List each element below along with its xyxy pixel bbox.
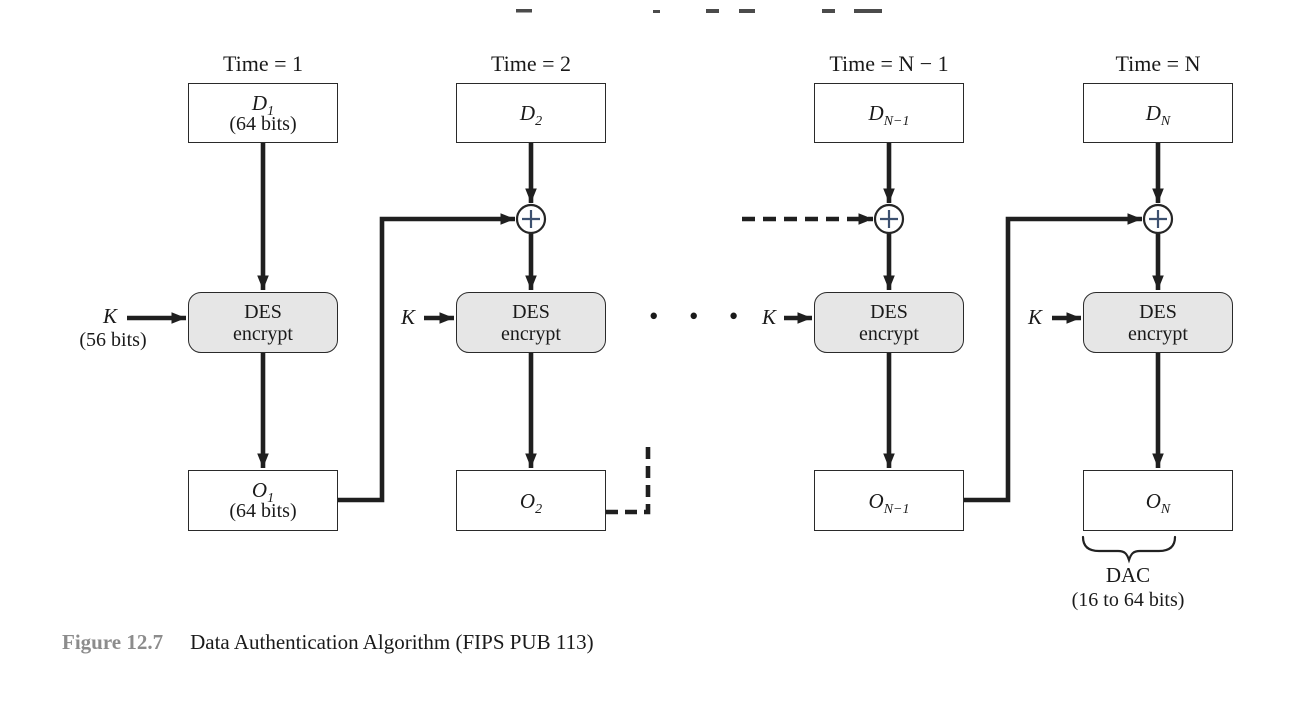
key-label-1: K bbox=[102, 304, 117, 328]
des-encrypt-block-3: DES encrypt bbox=[814, 292, 964, 353]
input-block-d1: D1 (64 bits) bbox=[188, 83, 338, 143]
d1-size-note: (64 bits) bbox=[229, 112, 297, 135]
des-encrypt-block-4: DES encrypt bbox=[1083, 292, 1233, 353]
cropped-text-fragment bbox=[516, 9, 882, 13]
d2-label: D bbox=[519, 101, 536, 125]
o2-label: O bbox=[519, 488, 536, 513]
dac-label: DAC bbox=[1105, 563, 1151, 587]
figure-number: Figure 12.7 bbox=[62, 630, 164, 654]
output-block-o2: O2 bbox=[456, 470, 606, 531]
input-block-dn: DN bbox=[1083, 83, 1233, 143]
output-block-on: ON bbox=[1083, 470, 1233, 531]
des-line1: DES bbox=[512, 300, 550, 323]
figure-caption: Figure 12.7 Data Authentication Algorith… bbox=[62, 630, 594, 655]
des-line2: encrypt bbox=[859, 322, 919, 345]
o1-size-note: (64 bits) bbox=[229, 500, 297, 522]
d1-label: D bbox=[251, 90, 268, 115]
des-line2: encrypt bbox=[233, 322, 293, 345]
des-line1: DES bbox=[1139, 300, 1177, 323]
output-block-on-1: ON−1 bbox=[814, 470, 964, 531]
time-label-1: Time = 1 bbox=[222, 51, 304, 76]
dn-1-label: D bbox=[868, 101, 884, 125]
on-label: O bbox=[1145, 488, 1161, 513]
figure-title: Data Authentication Algorithm (FIPS PUB … bbox=[190, 630, 594, 654]
des-encrypt-block-1: DES encrypt bbox=[188, 292, 338, 353]
dn-label: D bbox=[1145, 101, 1161, 125]
o1-label: O bbox=[251, 478, 268, 502]
des-line1: DES bbox=[244, 300, 282, 323]
feedback-on1-to-xor4 bbox=[964, 213, 1142, 503]
time-label-3: Time = N − 1 bbox=[829, 51, 949, 76]
des-line1: DES bbox=[870, 300, 908, 323]
continuation-dots: ••• bbox=[649, 301, 769, 331]
xor-node-3 bbox=[873, 203, 905, 235]
des-line2: encrypt bbox=[501, 322, 561, 345]
dashed-feedback-from-o2 bbox=[606, 441, 651, 515]
time-label-2: Time = 2 bbox=[490, 51, 572, 76]
input-block-dn-1: DN−1 bbox=[814, 83, 964, 143]
time-label-4: Time = N bbox=[1115, 51, 1201, 76]
output-block-o1: O1 (64 bits) bbox=[188, 470, 338, 531]
key-size-note: (56 bits) bbox=[79, 329, 147, 351]
key-label-4: K bbox=[1027, 305, 1042, 329]
xor-node-4 bbox=[1142, 203, 1174, 235]
input-block-d2: D2 bbox=[456, 83, 606, 143]
des-encrypt-block-2: DES encrypt bbox=[456, 292, 606, 353]
feedback-o1-to-xor2 bbox=[338, 213, 515, 503]
on-1-label: O bbox=[868, 488, 884, 513]
dac-brace bbox=[1081, 535, 1177, 564]
key-label-2: K bbox=[400, 305, 415, 329]
xor-node-2 bbox=[515, 203, 547, 235]
key-label-3: K bbox=[761, 305, 776, 329]
dac-range-note: (16 to 64 bits) bbox=[1071, 589, 1185, 611]
des-line2: encrypt bbox=[1128, 322, 1188, 345]
